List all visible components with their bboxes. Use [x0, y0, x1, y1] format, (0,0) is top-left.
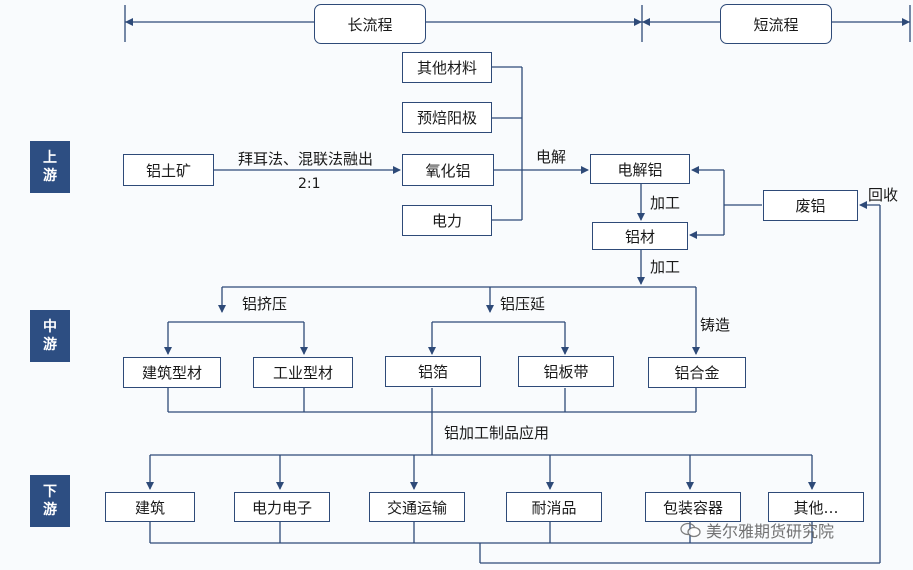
prebaked-anode-box: 预焙阳极	[402, 102, 492, 133]
processing-label-lower: 加工	[650, 258, 681, 276]
rolling-label: 铝压延	[500, 295, 546, 313]
aluminum-strip-box: 铝板带	[518, 356, 614, 387]
downstream-item-electronics: 电力电子	[234, 492, 330, 522]
ratio-label: 2:1	[298, 176, 321, 192]
long-process-label: 长流程	[314, 4, 426, 44]
downstream-item-transportation: 交通运输	[369, 492, 465, 522]
downstream-stage-tag: 下 游	[30, 475, 70, 527]
processing-label-upper: 加工	[650, 194, 681, 212]
aluminum-material-box: 铝材	[592, 222, 688, 250]
downstream-item-construction: 建筑	[105, 492, 195, 522]
casting-label: 铸造	[700, 316, 731, 334]
wechat-icon	[680, 522, 701, 538]
watermark: 美尔雅期货研究院	[680, 518, 834, 542]
scrap-aluminum-box: 废铝	[763, 190, 858, 221]
alumina-box: 氧化铝	[402, 154, 494, 186]
downstream-item-packaging: 包装容器	[645, 492, 741, 522]
application-label: 铝加工制品应用	[444, 424, 550, 442]
aluminum-alloy-box: 铝合金	[648, 357, 746, 388]
electrolysis-label: 电解	[536, 148, 567, 166]
upstream-stage-tag: 上 游	[30, 141, 70, 193]
electrolytic-aluminum-box: 电解铝	[590, 154, 690, 184]
aluminum-foil-box: 铝箔	[385, 356, 481, 387]
downstream-item-consumer-durables: 耐消品	[506, 492, 602, 522]
other-materials-box: 其他材料	[402, 52, 492, 83]
short-process-label: 短流程	[720, 4, 832, 44]
bauxite-box: 铝土矿	[123, 154, 214, 186]
watermark-text: 美尔雅期货研究院	[706, 522, 835, 541]
midstream-stage-tag: 中 游	[30, 310, 70, 362]
building-profiles-box: 建筑型材	[123, 357, 221, 388]
recycle-label: 回收	[868, 186, 899, 204]
industrial-profiles-box: 工业型材	[253, 357, 353, 388]
extrusion-label: 铝挤压	[242, 295, 288, 313]
process-method-label: 拜耳法、混联法融出	[238, 150, 374, 168]
power-box: 电力	[402, 205, 492, 236]
downstream-item-others: 其他…	[768, 492, 864, 522]
